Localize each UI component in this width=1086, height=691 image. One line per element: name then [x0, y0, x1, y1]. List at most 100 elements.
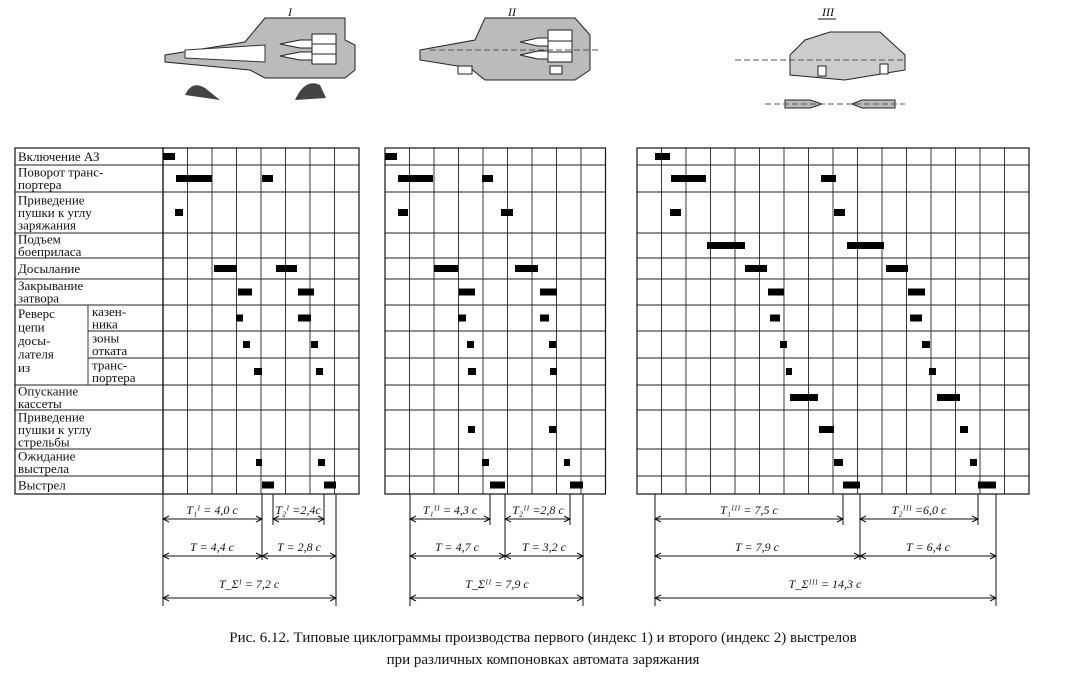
dim-sum-group-1-arrow-left [161, 594, 170, 602]
cyclogram-bar [482, 459, 489, 466]
dim-tb-group-2-arrow-right [576, 552, 585, 560]
cyclogram-bar [262, 481, 274, 489]
cyclogram-bar [501, 209, 513, 216]
row-label-8-line-0: транс- [92, 358, 127, 373]
dim-sum-group-3-arrow-left [653, 594, 662, 602]
row-label-10-line-0: Приведение [18, 409, 85, 424]
dim-ta-group-1-arrow-left [161, 552, 170, 560]
cyclogram-bar [262, 175, 273, 182]
layout-header-1: I [287, 5, 293, 19]
dim-sum-group-2-arrow-right [576, 594, 585, 602]
row-label-1-line-0: Поворот транс- [18, 165, 103, 180]
row-label-12-line-0: Выстрел [18, 477, 66, 492]
cyclogram-bar [655, 153, 670, 160]
cyclogram-bar [458, 314, 466, 322]
row-label-10-line-1: пушки к углу [18, 422, 92, 437]
row-label-11-line-0: Ожидание [18, 449, 76, 464]
row-label-7-line-1: отката [92, 343, 127, 358]
cyclogram-bar [960, 426, 968, 433]
dim-label-t1-g2: T₁ᴵᴵ = 4,3 с [423, 503, 478, 517]
dim-label-sum-g2: T_Σᴵᴵ = 7,9 с [465, 577, 529, 591]
dim-label-t2-g3: T₂ᴵᴵᴵ =6,0 с [892, 503, 947, 517]
row-label-8-line-1: портера [92, 370, 136, 385]
dim-t2-group-2-arrow-right [563, 515, 572, 523]
cyclogram-bar [163, 153, 175, 160]
reverse-group-label-line-3: лателя [18, 347, 54, 362]
cyclogram-bar [298, 314, 311, 322]
cyclogram-bar [490, 481, 505, 489]
dim-ta-group-2-arrow-left [408, 552, 417, 560]
row-label-2-line-2: заряжания [18, 217, 76, 232]
cyclogram-bar [482, 175, 493, 182]
cyclogram-bar [671, 175, 706, 182]
cyclogram-bar [786, 368, 792, 375]
dim-t1-group-3-arrow-right [836, 515, 845, 523]
layout-sketch-3: III [735, 5, 906, 109]
cyclogram-bar [459, 288, 475, 296]
row-label-4-line-0: Досылание [18, 261, 80, 276]
reverse-group-label-line-1: цепи [18, 320, 45, 335]
cyclogram-bar [970, 459, 977, 466]
cyclogram-grid-3 [636, 147, 1030, 495]
layout-header-2: II [507, 5, 517, 19]
cyclogram-bar [243, 341, 250, 348]
dim-label-ta-g2: T = 4,7 с [435, 540, 480, 554]
row-label-2-line-0: Приведение [18, 192, 85, 207]
reverse-group-label-line-4: из [18, 360, 30, 375]
dim-tb-group-1-arrow-right [329, 552, 338, 560]
row-label-7-line-0: зоны [92, 331, 120, 346]
dim-sum-group-3-arrow-right [989, 594, 998, 602]
cyclogram-bar [834, 209, 845, 216]
dim-label-t1-g3: T₁ᴵᴵᴵ = 7,5 с [720, 503, 778, 517]
dim-t2-group-1-arrow-right [317, 515, 326, 523]
dim-t2-group-3-arrow-right [971, 515, 980, 523]
dim-t1-group-3-arrow-left [653, 515, 662, 523]
cyclogram-bar [398, 175, 433, 182]
dim-label-sum-g3: T_Σᴵᴵᴵ = 14,3 с [789, 577, 862, 591]
cyclogram-bar [819, 426, 834, 433]
dim-label-t2-g2: T₂ᴵᴵ =2,8 с [512, 503, 564, 517]
cyclogram-bar [550, 368, 557, 375]
cyclogram-bar [254, 368, 262, 375]
cyclogram-bar [780, 341, 787, 348]
cyclogram-bar [670, 209, 681, 216]
figure-caption-line-2: при различных компоновках автомата заряж… [387, 652, 700, 668]
layout-sketch-2: II [419, 5, 600, 81]
row-label-3-line-1: боеприласа [18, 244, 82, 259]
cyclogram-bar [311, 341, 318, 348]
dim-label-tb-g1: T = 2,8 с [277, 540, 322, 554]
row-label-3-line-0: Подъем [18, 232, 61, 247]
dim-label-tb-g3: T = 6,4 с [906, 540, 951, 554]
layout-header-3: III [821, 5, 835, 19]
cyclogram-bar [434, 265, 458, 272]
cyclogram-bar [316, 368, 323, 375]
layout-sketch-1: I [164, 5, 356, 100]
cyclogram-grid-2 [384, 147, 607, 495]
row-label-5-line-0: Закрывание [18, 278, 83, 293]
cyclogram-bar [176, 175, 212, 182]
cyclogram-bar [978, 481, 996, 489]
dim-sum-group-1-arrow-right [329, 594, 338, 602]
cyclogram-bar [467, 341, 474, 348]
cyclogram-bar [834, 459, 843, 466]
cyclogram-bar [468, 426, 475, 433]
dim-tb-group-1-arrow-left [260, 552, 269, 560]
cyclogram-bar [468, 368, 476, 375]
cyclogram-bar [570, 481, 583, 489]
cyclogram-bar [886, 265, 908, 272]
dim-t1-group-2-arrow-right [483, 515, 492, 523]
cyclogram-bar [549, 426, 556, 433]
cyclogram-bar [768, 288, 784, 296]
cyclogram-bar [298, 288, 314, 296]
cyclogram-bar [398, 209, 408, 216]
row-label-1-line-1: портера [18, 177, 62, 192]
cyclogram-bar [790, 394, 818, 401]
dim-label-t2-g1: T₂ᴵ =2,4с [275, 503, 321, 517]
cyclogram-bar [908, 288, 925, 296]
figure-caption-line-1: Рис. 6.12. Типовые циклограммы производс… [229, 630, 856, 646]
reverse-group-label-line-0: Реверс [18, 306, 55, 321]
cyclogram-bar [540, 314, 549, 322]
cyclogram-grid-1 [162, 147, 360, 495]
cyclogram-bar [549, 341, 556, 348]
